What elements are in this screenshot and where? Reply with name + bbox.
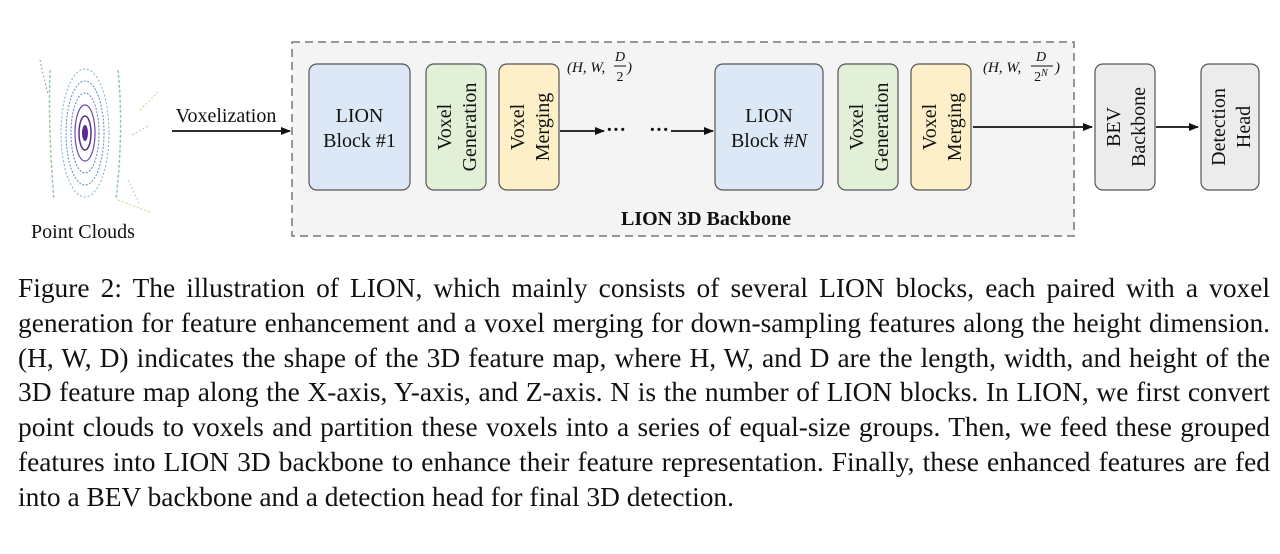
- head-line1: Detection: [1208, 88, 1230, 166]
- ellipsis-2: ···: [649, 119, 669, 141]
- voxel-merging-n: [910, 63, 972, 191]
- voxel-generation-1-line2: Generation: [459, 83, 481, 172]
- head-line2: Head: [1233, 106, 1255, 148]
- voxel-merging-n-line2: Merging: [944, 93, 966, 162]
- lion-block-n-line1: LION: [745, 105, 793, 127]
- voxel-generation-n-line2: Generation: [871, 83, 893, 172]
- shape2-suffix: ): [1054, 60, 1060, 76]
- ellipsis-1: ···: [606, 119, 626, 141]
- shape1-denominator: 2: [617, 70, 624, 85]
- figure-caption: Figure 2: The illustration of LION, whic…: [18, 273, 1270, 512]
- bev-line2: Backbone: [1128, 87, 1150, 167]
- lion-block-1: [308, 63, 411, 191]
- voxel-merging-1-line1: Voxel: [507, 103, 529, 150]
- bev-backbone: [1094, 63, 1156, 191]
- shape2-prefix: (H, W,: [983, 60, 1021, 76]
- voxel-generation-n-line1: Voxel: [846, 103, 868, 150]
- backbone-label: LION 3D Backbone: [621, 208, 791, 230]
- shape2-numerator: D: [1035, 50, 1046, 65]
- bev-line1: BEV: [1103, 106, 1125, 147]
- shape2-denominator: 2N: [1034, 68, 1049, 85]
- voxel-generation-1-line1: Voxel: [434, 103, 456, 150]
- voxelization-label: Voxelization: [176, 105, 277, 127]
- detection-head: [1200, 63, 1260, 191]
- voxel-merging-1-line2: Merging: [532, 93, 554, 162]
- voxel-generation-n: [837, 63, 899, 191]
- shape1-prefix: (H, W,: [567, 60, 605, 76]
- lion-block-1-line2: Block #1: [323, 130, 396, 152]
- shape1-suffix: ): [626, 60, 632, 76]
- voxel-merging-n-line1: Voxel: [919, 103, 941, 150]
- point-cloud-image: [39, 59, 159, 213]
- voxel-merging-1: [498, 63, 560, 191]
- shape1-numerator: D: [614, 50, 625, 65]
- lion-block-n: [714, 63, 824, 191]
- shape-annotation-1: (H, W, D 2 ): [567, 50, 632, 85]
- shape-annotation-2: (H, W, D 2N ): [983, 50, 1060, 85]
- voxel-generation-1: [425, 63, 487, 191]
- point-clouds-label: Point Clouds: [31, 221, 135, 243]
- lion-architecture-diagram: Point Clouds Voxelization LION 3D Backbo…: [31, 41, 1260, 243]
- lion-block-n-line2: Block #N: [731, 130, 809, 152]
- lion-block-1-line1: LION: [336, 105, 384, 127]
